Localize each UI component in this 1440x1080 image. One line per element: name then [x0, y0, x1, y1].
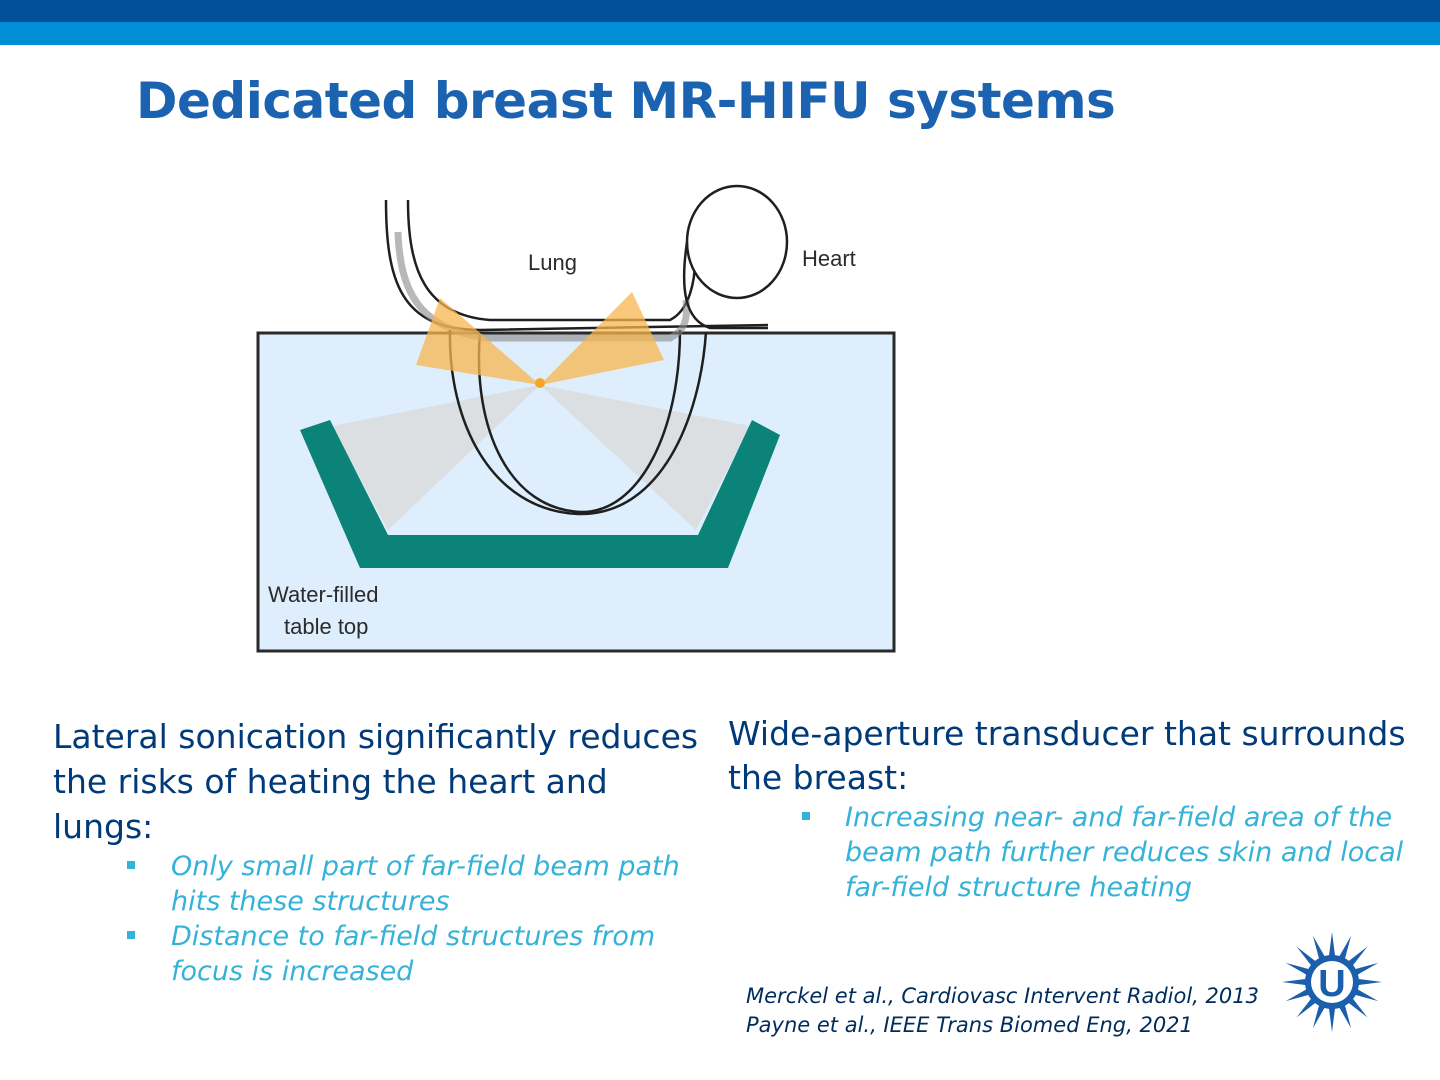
far-field-right — [540, 385, 750, 530]
bullet-square-icon — [802, 812, 810, 820]
logo-ray — [1348, 946, 1368, 966]
university-logo: U — [1280, 930, 1384, 1034]
lung-outline — [406, 199, 697, 322]
focus-point — [535, 378, 545, 388]
left-column: Lateral sonication significantly reduces… — [53, 714, 713, 989]
header-bar-light — [0, 22, 1440, 45]
references: Merckel et al., Cardiovasc Intervent Rad… — [746, 982, 1259, 1040]
logo-letter: U — [1318, 963, 1345, 1005]
sun-logo-icon: U — [1282, 932, 1382, 1032]
left-bullet-1-text: Only small part of far-field beam path h… — [171, 851, 680, 917]
left-bullet-1: Only small part of far-field beam path h… — [53, 849, 713, 919]
slide-title: Dedicated breast MR-HIFU systems — [136, 72, 1116, 130]
right-column-text: Wide-aperture transducer that surrounds … — [728, 714, 1406, 797]
logo-ray — [1328, 932, 1336, 957]
logo-ray — [1296, 998, 1316, 1018]
label-lung: Lung — [528, 250, 577, 275]
logo-ray — [1348, 998, 1368, 1018]
right-bullet-1: Increasing near- and far-field area of t… — [728, 800, 1408, 905]
logo-ray — [1312, 935, 1325, 960]
label-table-line1: Water-filled — [268, 582, 378, 607]
right-bullet-list: Increasing near- and far-field area of t… — [728, 800, 1408, 905]
logo-ray — [1339, 935, 1352, 960]
bullet-square-icon — [127, 931, 135, 939]
logo-ray — [1354, 962, 1379, 975]
transducer-bowl — [300, 420, 780, 568]
header-bar-dark — [0, 0, 1440, 22]
bullet-square-icon — [127, 861, 135, 869]
beam-cone-right — [540, 292, 664, 385]
right-column: Wide-aperture transducer that surrounds … — [728, 712, 1408, 905]
left-bullet-list: Only small part of far-field beam path h… — [53, 849, 713, 989]
logo-ray — [1282, 978, 1307, 986]
breast-outline-inner — [477, 329, 682, 514]
diagram-svg: Lung Heart Water-filled table top — [256, 184, 896, 653]
breast-outline-outer — [448, 329, 708, 516]
label-table-line2: table top — [284, 614, 368, 639]
reference-2: Payne et al., IEEE Trans Biomed Eng, 202… — [746, 1013, 1193, 1037]
logo-ray — [1328, 1007, 1336, 1032]
logo-ray — [1354, 989, 1379, 1002]
logo-ray — [1285, 962, 1310, 975]
heart-outline — [685, 184, 789, 300]
breast-hifu-diagram: Lung Heart Water-filled table top — [240, 180, 920, 660]
left-bullet-2-text: Distance to far-field structures from fo… — [171, 921, 656, 987]
logo-ray — [1296, 946, 1316, 966]
reference-1: Merckel et al., Cardiovasc Intervent Rad… — [746, 984, 1259, 1008]
left-bullet-2: Distance to far-field structures from fo… — [53, 919, 713, 989]
logo-ray — [1312, 1004, 1325, 1029]
logo-ray — [1357, 978, 1382, 986]
beam-cone-left — [416, 298, 540, 385]
logo-ray — [1285, 989, 1310, 1002]
logo-ray — [1339, 1004, 1352, 1029]
left-column-text: Lateral sonication significantly reduces… — [53, 717, 699, 846]
label-heart: Heart — [802, 246, 856, 271]
heart-pericardium — [682, 241, 768, 330]
right-bullet-1-text: Increasing near- and far-field area of t… — [845, 802, 1404, 903]
